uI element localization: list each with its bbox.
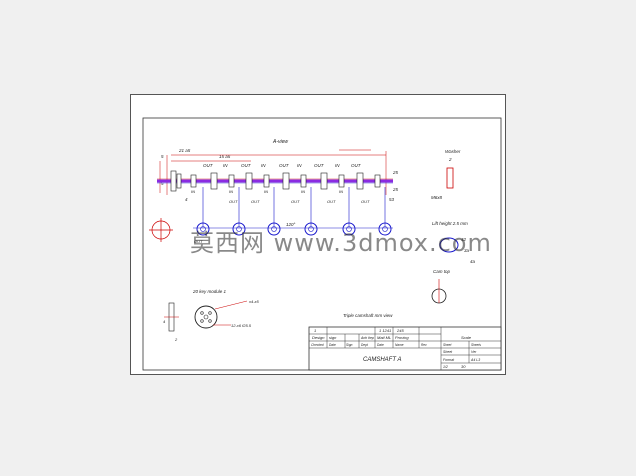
washer-label: Washer — [445, 149, 461, 154]
tb-right-5: 1/2 — [443, 365, 448, 369]
bolt-dim-3: 4 — [163, 319, 166, 324]
lift-label: Lift height 2.5 mm — [432, 221, 468, 226]
label-in-2: IN — [229, 189, 233, 194]
flange-end-view — [149, 218, 173, 242]
label-in-3: IN — [264, 189, 268, 194]
tb-right-2: Ver — [471, 350, 477, 354]
angle-label: 120° — [286, 222, 296, 227]
label-in-4: IN — [301, 189, 305, 194]
tb-r3-c7: Rev — [421, 343, 427, 347]
dim-top-4: OUT — [241, 163, 252, 168]
dim-top-5: OUT — [279, 163, 290, 168]
dim-top-9: IN — [297, 163, 302, 168]
tb-r2-c6: Matl ML — [377, 335, 391, 340]
camshaft-body — [157, 170, 393, 192]
dim-left-1: 5 — [161, 154, 164, 159]
dim-top-8: IN — [261, 163, 266, 168]
tb-r3-c4: Dept — [361, 343, 368, 347]
bolt-title: 20 key module 1 — [192, 289, 227, 294]
label-out-2: OUT — [229, 199, 238, 204]
dim-left-3: 4 — [185, 197, 188, 202]
dim-top-11: OUT — [351, 163, 362, 168]
dim-top-3: OUT — [203, 163, 214, 168]
label-out-6: OUT — [361, 199, 370, 204]
washer-dim: 2 — [448, 157, 452, 162]
bolt-dim-1: x4-x5 — [248, 299, 260, 304]
tb-r3-c2: Date — [329, 343, 336, 347]
dim-top-2: 15 a5 — [219, 154, 231, 159]
tb-r2-c2: sign — [329, 335, 337, 340]
tb-right-1: Sheet — [443, 350, 453, 354]
section-leaders — [193, 187, 393, 229]
dim-right-2: 25 — [392, 187, 399, 192]
m-label: M6x8 — [431, 195, 443, 200]
tb-r2-c7: Proving — [395, 335, 409, 340]
part-name: CAMSHAFT A — [363, 357, 401, 363]
tb-right-4: A4 L3 — [470, 358, 480, 362]
cam-sections — [196, 222, 392, 236]
tb-r3-c1: Checked — [311, 343, 324, 347]
label-out-3: OUT — [251, 199, 260, 204]
label-out-4: OUT — [291, 199, 300, 204]
view-label: A-view — [272, 139, 288, 145]
tb-r1-c6: 1 1241 — [379, 328, 391, 333]
dim-top-1: 21 a5 — [178, 148, 191, 153]
title-block — [308, 326, 502, 371]
label-out-1: OUT — [194, 239, 203, 244]
camshaft-drawing: A-view 21 a5 15 a5 OUT OUT OUT OUT IN IN… — [142, 117, 502, 371]
tb-r3-c8: Sheet — [443, 343, 451, 347]
tb-r2-c1: Design — [312, 335, 325, 340]
bolt-dim-2: 12-x6 f25.5 — [231, 323, 252, 328]
tb-r3-c5: Date — [377, 343, 384, 347]
drawing-sheet: A-view 21 a5 15 a5 OUT OUT OUT OUT IN IN… — [130, 94, 506, 375]
washer-shape — [446, 167, 454, 189]
tb-r3-c3: Sign — [346, 343, 353, 347]
label-out-5: OUT — [327, 199, 336, 204]
tb-r3-c6: Name — [395, 343, 404, 347]
tb-r2-c9: Scale — [461, 335, 472, 340]
tb-right-3: Format — [443, 358, 455, 362]
tb-r2-c4: Anh tiep — [360, 336, 374, 340]
dim-left-2: 5 — [161, 181, 164, 186]
dim-top-6: OUT — [314, 163, 325, 168]
lift-dim-1: 42 — [461, 237, 467, 242]
label-in-5: IN — [339, 189, 343, 194]
dim-top-10: IN — [335, 163, 340, 168]
tb-r1-c1: 1 — [314, 328, 316, 333]
bolt-flange-view — [164, 300, 248, 332]
tb-r3-c9: Sheets — [471, 343, 481, 347]
bolt-dim-4: 2 — [174, 337, 178, 342]
lift-profile — [439, 237, 459, 253]
label-in-1: IN — [191, 189, 195, 194]
top-dimension-lines — [159, 149, 387, 195]
dim-right-3: 53 — [389, 197, 395, 202]
cam-label: Cam top — [433, 269, 451, 274]
lift-dim-3: 4a — [470, 259, 476, 264]
tb-r1-c7: 245 — [396, 328, 404, 333]
dim-right-1: 25 — [392, 170, 399, 175]
lift-dim-2: 3a — [464, 248, 470, 253]
dim-top-7: IN — [223, 163, 228, 168]
view-caption: Triple camshaft mm view — [343, 313, 393, 318]
tb-right-6: 30 — [461, 364, 466, 369]
